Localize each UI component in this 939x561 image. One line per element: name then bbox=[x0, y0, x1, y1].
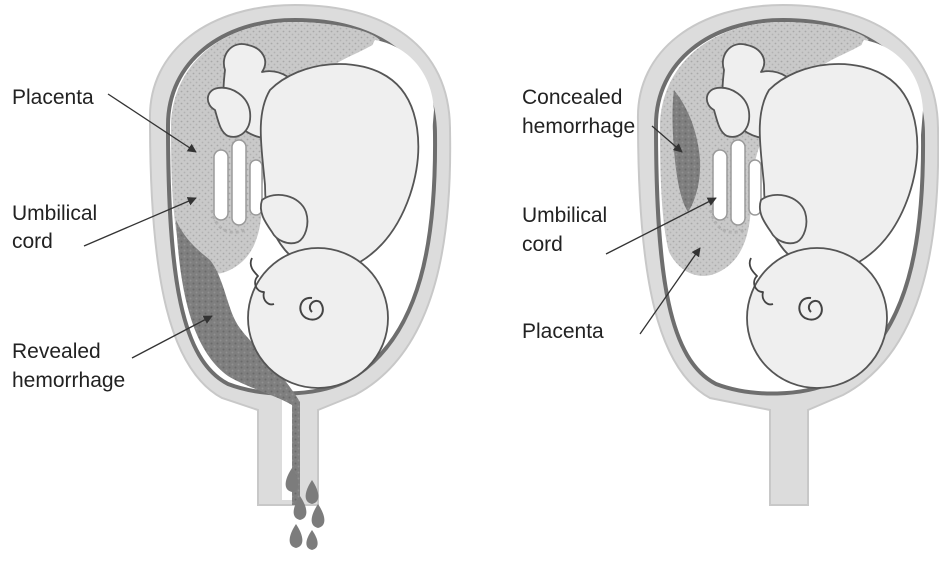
left-label-umbilical-1: Umbilical bbox=[12, 202, 97, 225]
right-label-concealed-2: hemorrhage bbox=[522, 115, 635, 138]
left-uterus bbox=[150, 5, 450, 550]
left-label-umbilical-2: cord bbox=[12, 230, 53, 253]
left-label-placenta: Placenta bbox=[12, 86, 94, 109]
right-label-umbilical-2: cord bbox=[522, 233, 563, 256]
right-label-umbilical-1: Umbilical bbox=[522, 204, 607, 227]
right-uterus bbox=[638, 5, 938, 505]
left-label-revealed-1: Revealed bbox=[12, 340, 101, 363]
right-label-concealed-1: Concealed bbox=[522, 86, 622, 109]
right-label-placenta: Placenta bbox=[522, 320, 604, 343]
left-label-revealed-2: hemorrhage bbox=[12, 369, 125, 392]
